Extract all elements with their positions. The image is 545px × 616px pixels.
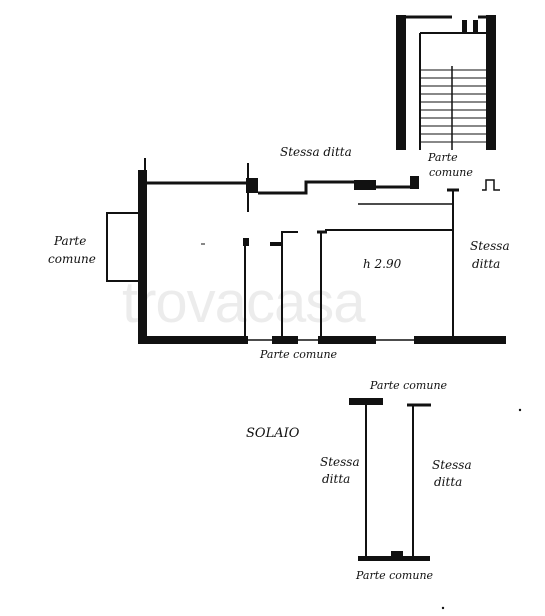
label-parte-comune-left-1: Parte xyxy=(53,234,86,248)
label-parte-comune-stair-1: Parte xyxy=(427,151,458,164)
label-stessa-ditta-right-2: ditta xyxy=(472,257,500,271)
label-solaio-stessa-ditta-right-1: Stessa xyxy=(432,458,472,472)
label-height: h 2.90 xyxy=(363,257,402,271)
label-stessa-ditta-top: Stessa ditta xyxy=(280,145,352,159)
label-parte-comune-bottom: Parte comune xyxy=(259,348,338,361)
solaio-plan xyxy=(349,398,431,561)
apartment-plan xyxy=(106,158,506,344)
label-solaio-stessa-ditta-left-1: Stessa xyxy=(320,455,360,469)
label-solaio-parte-comune-bottom: Parte comune xyxy=(355,569,434,582)
label-parte-comune-left-2: comune xyxy=(48,252,96,266)
label-parte-comune-stair-2: comune xyxy=(429,166,473,179)
speck xyxy=(518,408,522,412)
speck xyxy=(441,606,445,610)
staircase xyxy=(396,15,500,191)
label-solaio: SOLAIO xyxy=(246,426,300,441)
label-solaio-stessa-ditta-right-2: ditta xyxy=(434,475,462,489)
label-stessa-ditta-right-1: Stessa xyxy=(470,239,510,253)
label-solaio-parte-comune-top: Parte comune xyxy=(369,379,448,392)
label-solaio-stessa-ditta-left-2: ditta xyxy=(322,472,350,486)
